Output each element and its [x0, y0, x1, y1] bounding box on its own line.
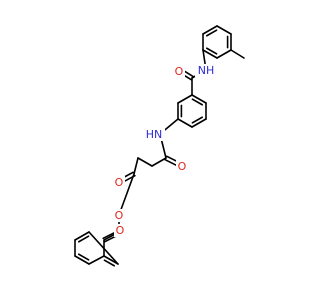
bond-p5-p6-inner: [103, 259, 116, 267]
bond-p1-p2-inner: [77, 235, 90, 243]
atom-bg-amide-nh-mid: [143, 128, 165, 141]
bond-p5-p6: [103, 255, 119, 265]
bond-b1-b2-inner: [191, 98, 204, 106]
bond-t3-t4: [216, 49, 232, 59]
molecule-structure-canvas: O NH HN O O O O: [74, 25, 245, 267]
atom-amide-nh-top: NH: [198, 64, 215, 77]
atom-bg-ester-o: [113, 209, 125, 222]
bond-ch1-ch2: [137, 157, 153, 167]
atom-bg-ketone-o: [114, 224, 126, 237]
atom-bg-amide-o-mid: [176, 160, 188, 173]
bond-t6-t1: [202, 25, 218, 35]
atom-bg-amide-o-top: [173, 65, 185, 78]
bond-t4-tm: [230, 49, 245, 59]
bond-t2-t3: [202, 49, 218, 59]
bond-b6-b1: [177, 94, 193, 104]
bond-t6-t1-inner: [205, 29, 218, 37]
bond-p3-p4-inner: [77, 253, 90, 261]
bond-b3-b4: [191, 118, 207, 128]
bond-t2-t3-inner: [205, 47, 218, 55]
atom-ketone-o: O: [116, 224, 125, 237]
bond-cm-ch1: [151, 157, 167, 167]
atom-amide-o-top: O: [175, 65, 184, 78]
atom-label-layer: O NH HN O O O O: [113, 64, 217, 237]
atom-ester-o: O: [115, 209, 124, 222]
bond-p1-p2: [74, 231, 90, 241]
atom-bg-amide-nh-top: [195, 64, 217, 77]
bond-p3-p4: [74, 255, 90, 265]
bond-layer: [74, 25, 245, 267]
atom-bg-ester-carbonyl-o: [113, 176, 125, 189]
bond-b1-b2: [191, 94, 207, 104]
bond-p4-p5: [88, 255, 105, 265]
bond-ch2-ce: [133, 157, 139, 175]
bond-p6-p1: [88, 231, 119, 265]
bond-b3-b4-inner: [191, 116, 204, 124]
bond-t5-t6: [216, 25, 232, 35]
bond-ce-oe: [118, 173, 135, 216]
bond-b4-b5: [177, 118, 193, 128]
atom-amide-o-mid: O: [178, 160, 187, 173]
atom-amide-nh-mid: HN: [146, 128, 163, 141]
molecule-diagram: O NH HN O O O O: [74, 25, 245, 267]
atom-ester-carbonyl-o: O: [115, 176, 124, 189]
